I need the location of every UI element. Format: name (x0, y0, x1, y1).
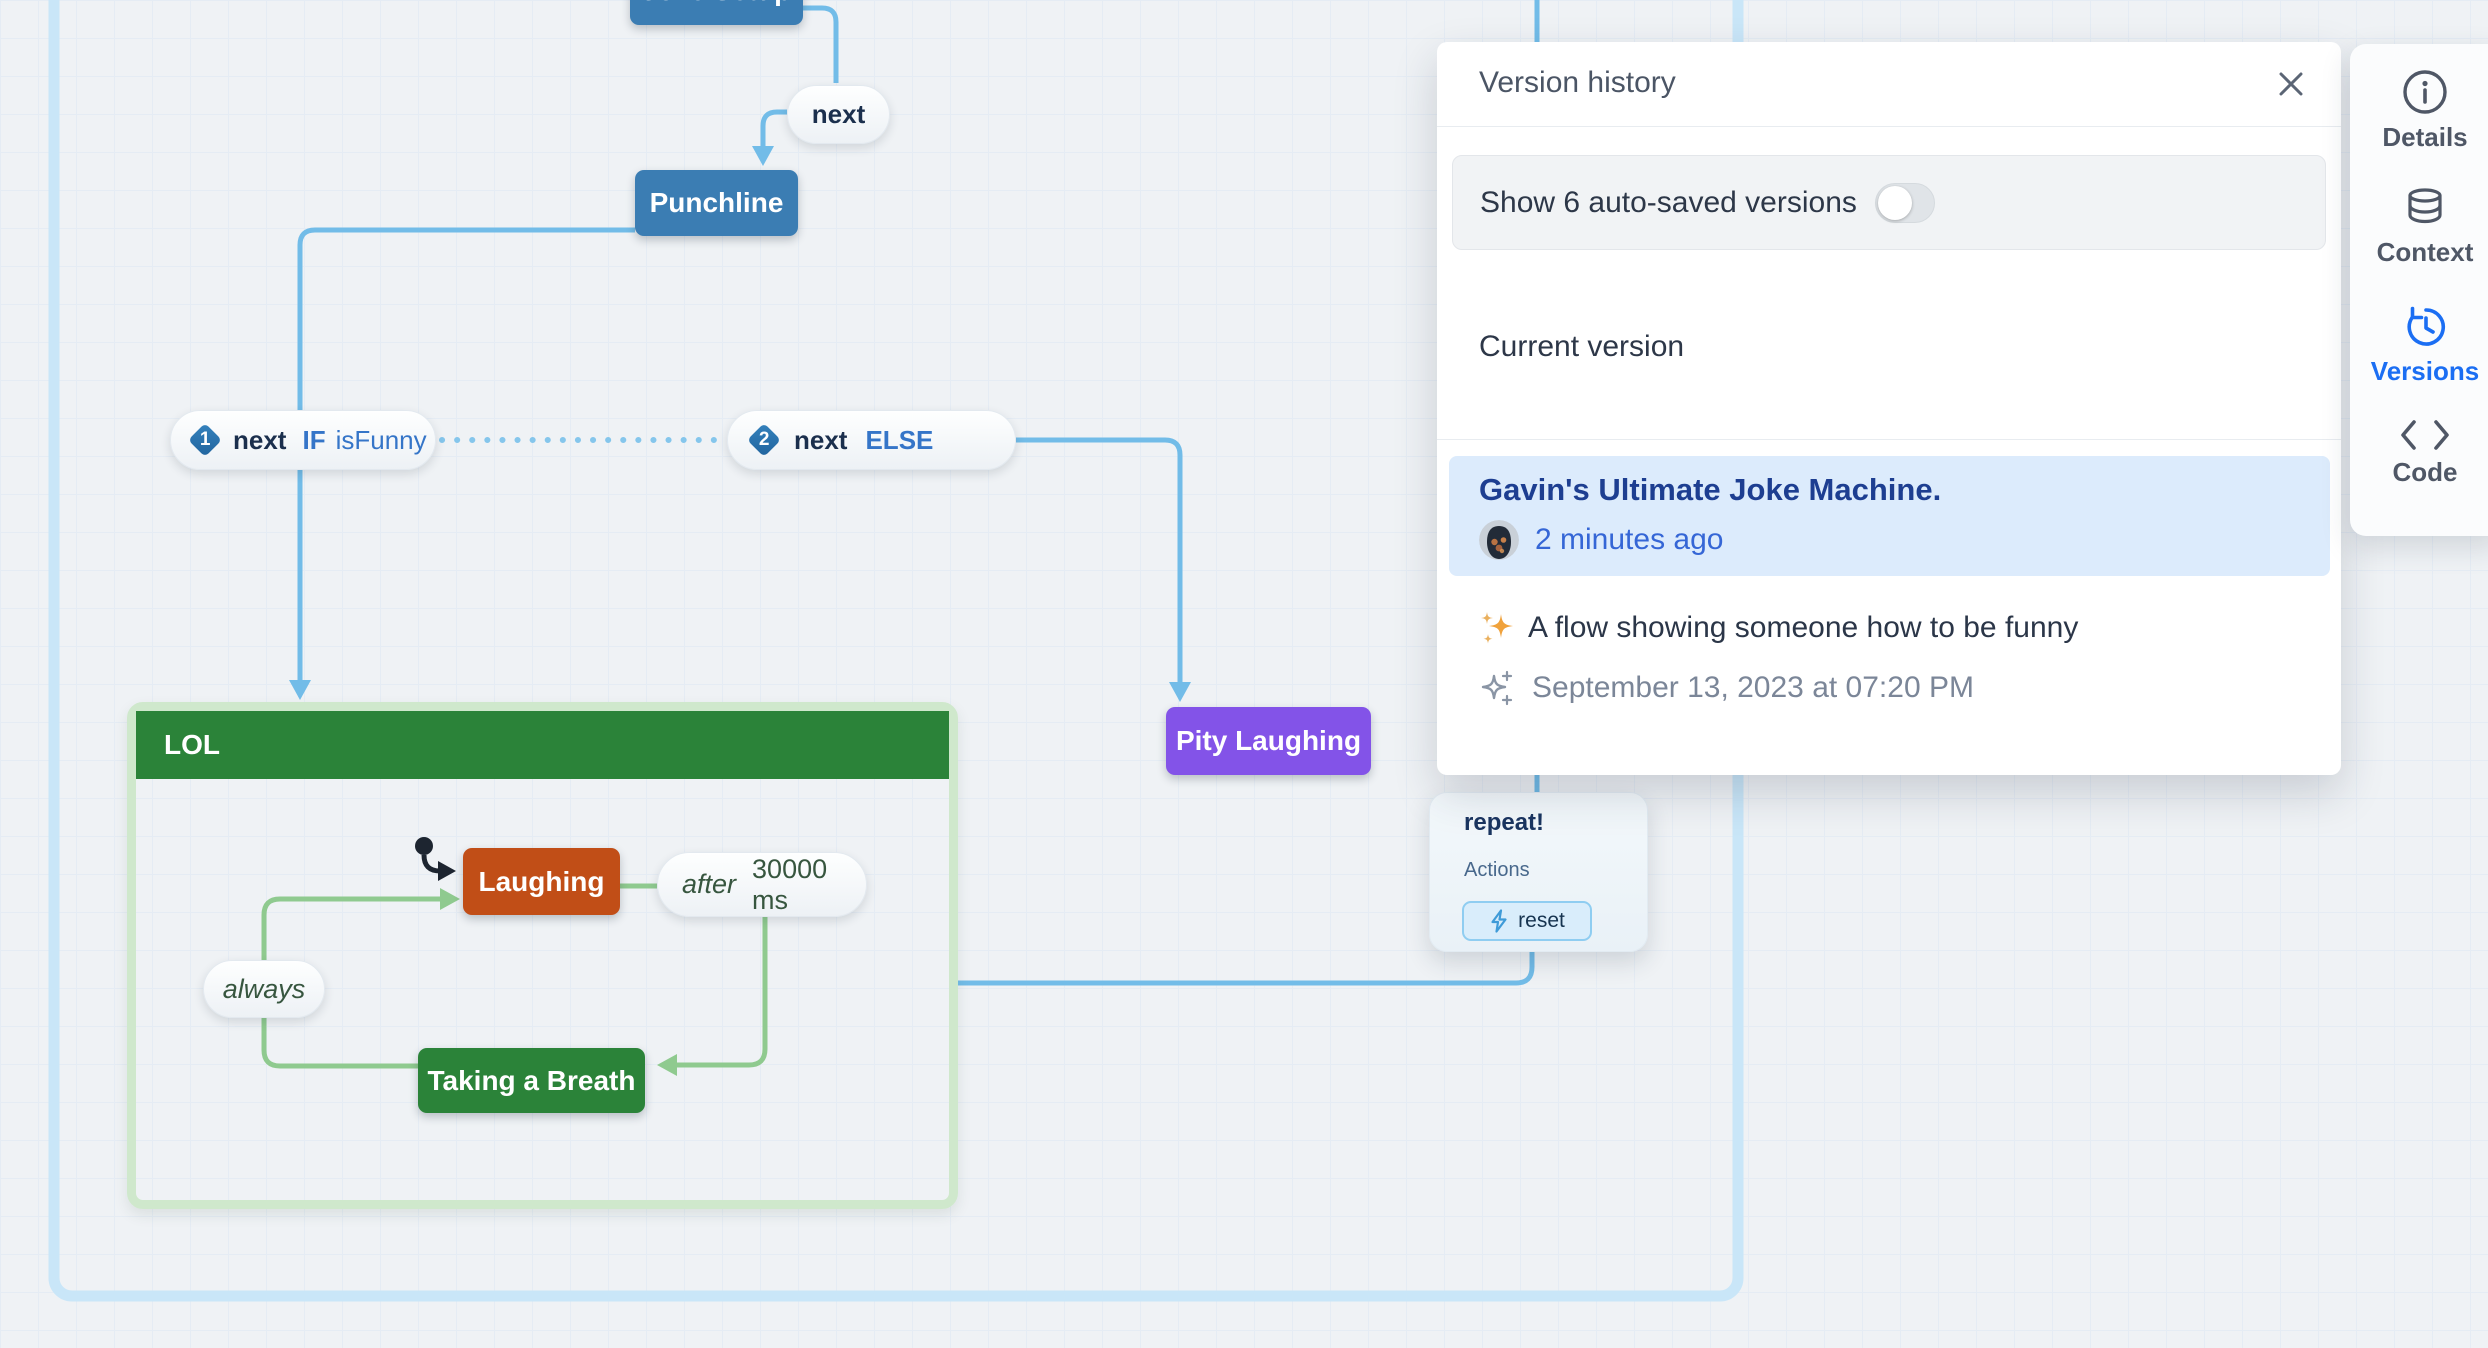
panel-header: Version history (1437, 42, 2341, 127)
reset-action-button[interactable]: reset (1462, 901, 1592, 941)
guard-keyword: IF (302, 424, 326, 455)
auto-saved-toggle[interactable] (1874, 182, 1935, 223)
after-delay-value: 30000 ms (752, 853, 828, 915)
arrowhead (657, 1054, 677, 1076)
transition-pill-always[interactable]: always (203, 960, 325, 1018)
reset-label: reset (1518, 909, 1565, 932)
sparkles-icon (1481, 612, 1513, 644)
generated-version-row[interactable]: September 13, 2023 at 07:20 PM (1477, 668, 1974, 708)
state-node-laughing[interactable]: Laughing (463, 848, 620, 915)
machine-name: Gavin's Ultimate Joke Machine. (1479, 472, 1942, 507)
ai-sparkle-icon (1481, 670, 1513, 706)
state-node-taking-a-breath[interactable]: Taking a Breath (418, 1048, 645, 1113)
toggle-label: Show 6 auto-saved versions (1480, 185, 1857, 219)
sidebar-item-label: Context (2376, 237, 2474, 267)
event-label: next (811, 99, 866, 129)
version-date: September 13, 2023 at 07:20 PM (1532, 671, 1974, 704)
event-pill-next[interactable]: next (787, 85, 890, 144)
state-label: Punchline (649, 187, 784, 218)
compound-state-lol[interactable]: LOL (127, 702, 958, 1209)
wire-after-taking (677, 917, 768, 1068)
arrowhead (1169, 682, 1191, 702)
saved-by-row: 2 minutes ago (1479, 520, 1723, 560)
panel-title: Version history (1479, 66, 1676, 99)
inspector-sidebar: Details Context Versions Code (2350, 44, 2488, 536)
sidebar-item-label: Details (2382, 122, 2468, 152)
state-label: Joke Setup (642, 0, 791, 7)
wire-else-pity (1016, 437, 1183, 682)
initial-state-icon (415, 837, 456, 881)
transition-pill-if-isfunny[interactable]: 1 next IF isFunny (170, 410, 436, 470)
machine-description-row: A flow showing someone how to be funny (1479, 610, 2078, 646)
sidebar-item-context[interactable]: Context (2350, 185, 2488, 302)
close-icon[interactable] (2277, 70, 2305, 98)
state-label: LOL (164, 729, 220, 760)
database-icon (2408, 188, 2442, 224)
transition-order-badge: 1 (188, 423, 222, 457)
delay-pill-after[interactable]: after 30000 ms (657, 852, 867, 917)
user-avatar (1479, 520, 1519, 560)
current-version-item[interactable]: Gavin's Ultimate Joke Machine. 2 minutes… (1449, 456, 2330, 576)
arrowhead (440, 888, 460, 910)
else-keyword: ELSE (865, 424, 934, 455)
state-node-joke-setup[interactable]: Joke Setup (630, 0, 803, 25)
version-history-panel: Version history Show 6 auto-saved versio… (1437, 42, 2341, 775)
arrowhead (752, 146, 774, 166)
section-heading: Current version (1479, 330, 1685, 363)
saved-time: 2 minutes ago (1535, 523, 1724, 556)
event-label: next (794, 424, 848, 455)
sidebar-item-label: Code (2392, 457, 2458, 487)
arrowhead (289, 680, 311, 700)
state-label: Laughing (478, 865, 605, 897)
compound-state-header[interactable]: LOL (136, 711, 949, 779)
auto-saved-versions-row: Show 6 auto-saved versions (1452, 155, 2326, 250)
event-card-title: repeat! (1464, 809, 1545, 836)
event-card-repeat[interactable]: repeat! Actions reset (1429, 792, 1648, 952)
history-icon (2407, 306, 2446, 346)
event-label: next (233, 424, 287, 455)
transition-pill-else[interactable]: 2 next ELSE (727, 410, 1016, 470)
code-icon (2401, 420, 2449, 450)
wire-jokesetup-next (803, 5, 839, 83)
wire-lol-repeat (958, 950, 1535, 986)
guard-name: isFunny (335, 424, 427, 455)
sidebar-item-versions[interactable]: Versions (2350, 302, 2488, 419)
sidebar-item-label: Versions (2370, 356, 2480, 386)
divider (1437, 439, 2341, 440)
info-icon (2403, 70, 2447, 114)
actions-label: Actions (1464, 859, 1530, 881)
always-label: always (222, 973, 306, 1004)
wire-next-punchline (760, 109, 787, 146)
sidebar-item-details[interactable]: Details (2350, 68, 2488, 185)
wire-punchline-lol (297, 227, 635, 680)
state-node-punchline[interactable]: Punchline (635, 170, 798, 236)
toggle-knob (1877, 185, 1912, 220)
state-label: Pity Laughing (1175, 725, 1362, 756)
state-label: Taking a Breath (427, 1064, 636, 1096)
transition-order-badge: 2 (747, 423, 781, 457)
state-node-pity-laughing[interactable]: Pity Laughing (1166, 707, 1371, 775)
after-keyword: after (682, 869, 737, 899)
machine-description: A flow showing someone how to be funny (1528, 611, 2079, 644)
sidebar-item-code[interactable]: Code (2350, 419, 2488, 536)
bolt-icon (1491, 909, 1507, 933)
